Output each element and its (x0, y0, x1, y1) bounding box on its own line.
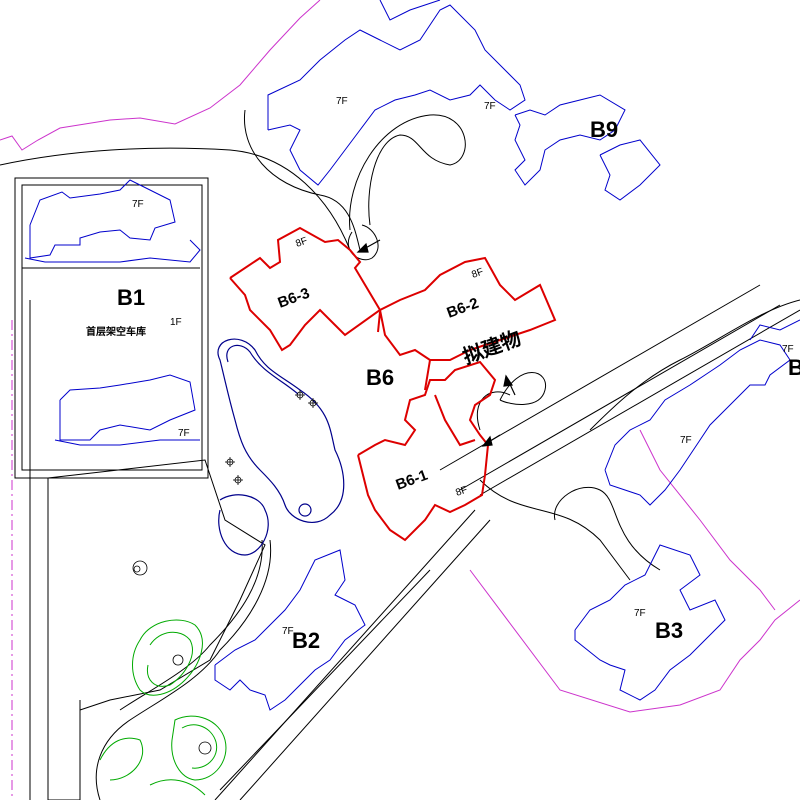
label-b1-carport: 首层架空车库 (86, 325, 146, 338)
right-block (604, 339, 791, 506)
road-loop-right (499, 372, 546, 405)
b6-link-2 (424, 359, 431, 391)
road-loop-right-2 (476, 391, 511, 431)
right-block-top (749, 319, 800, 341)
road-network (0, 109, 800, 800)
b6-link-1 (377, 311, 381, 333)
b1-site (14, 177, 266, 800)
pond (217, 338, 345, 556)
right-buildings (604, 319, 800, 506)
tree-icon (132, 560, 148, 576)
road-main-diagonal-b (214, 509, 476, 800)
label-right-floors: 7F (680, 435, 692, 446)
label-b1-floors: 1F (170, 317, 182, 328)
labels: B1 首层架空车库 1F 7F 7F B9 7F 7F B6 B6-1 8F B… (86, 96, 800, 653)
boundary-right-upper (639, 429, 776, 611)
hill-1-contour (146, 631, 193, 687)
b1-outline (14, 177, 209, 479)
b1-inner-frame (21, 184, 203, 471)
label-b3-floors: 7F (634, 608, 646, 619)
label-b6-1-floors: 8F (454, 484, 469, 498)
b9-block-left (267, 4, 526, 186)
planting-symbols (132, 390, 318, 755)
landscape (99, 619, 227, 796)
label-b6: B6 (366, 365, 394, 390)
tree-icon (172, 654, 184, 666)
label-b9-floors-right: 7F (484, 101, 496, 112)
label-b2-floors: 7F (282, 626, 294, 637)
road-upper-loop (349, 114, 466, 231)
shrub-path (99, 737, 144, 781)
road-upper-curve (0, 147, 351, 251)
label-right-edge-floors: 7F (782, 344, 794, 355)
label-b2: B2 (292, 628, 320, 653)
road-main-diagonal-c (219, 569, 431, 791)
b1-top-block (29, 179, 176, 259)
path-winding (95, 539, 272, 800)
b9-block-far-right (599, 139, 661, 201)
tree-icon (198, 741, 212, 755)
b1-bottom-block-2 (54, 439, 200, 446)
label-b3: B3 (655, 618, 683, 643)
hill-1 (132, 619, 203, 696)
label-right-edge-letter: B (788, 355, 800, 380)
label-b9-floors-left: 7F (336, 96, 348, 107)
pond-inner (226, 344, 299, 395)
b9-block-top (379, 0, 441, 21)
label-b6-3-floors: 8F (294, 235, 309, 249)
pond-outline (217, 338, 345, 523)
label-b1: B1 (117, 285, 145, 310)
hill-2-contour (181, 724, 218, 769)
entrance-arrow-icon (503, 374, 516, 396)
road-lower-right-3 (589, 299, 800, 431)
b6-3-outline (229, 226, 382, 352)
pond-island (298, 503, 312, 517)
green-bottom (149, 779, 206, 796)
lower-parcel (47, 459, 266, 800)
b2-buildings (214, 549, 366, 711)
planting-cross-icon (225, 457, 235, 467)
entrance-arrow-icon (481, 434, 501, 447)
b1-bottom-block (59, 374, 196, 441)
label-b6-1: B6-1 (394, 467, 430, 494)
path-winding-2 (119, 539, 263, 711)
label-b6-2-floors: 8F (470, 266, 485, 280)
boundary-bottom-right (469, 569, 800, 713)
entrance-arrows (356, 239, 516, 447)
planting-cross-icon (295, 390, 305, 400)
b3-block (574, 544, 726, 701)
label-b1-bottom-floors: 7F (178, 428, 190, 439)
hill-2 (171, 715, 227, 781)
entrance-arrow-icon (356, 239, 381, 253)
planting-cross-icon (308, 398, 318, 408)
label-b9: B9 (590, 117, 618, 142)
label-proposed: 拟建物 (460, 326, 525, 369)
b6-1-inner (434, 394, 476, 447)
b6-2-outline (379, 256, 557, 361)
planting-cross-icon (233, 475, 243, 485)
road-diagonal-2 (459, 304, 781, 491)
road-lower-right-2 (554, 486, 661, 571)
label-b1-top-floors: 7F (132, 199, 144, 210)
b9-block-right (514, 94, 626, 186)
b1-mid-block (24, 239, 201, 263)
road-diagonal-3 (479, 309, 800, 496)
b2-block (214, 549, 366, 711)
b1-buildings (24, 179, 201, 446)
b9-buildings (267, 0, 661, 201)
pond-bridge (218, 494, 269, 556)
b6-1-outline (357, 360, 497, 542)
road-main-diagonal-a (239, 519, 491, 800)
cul-de-sac-top (347, 224, 379, 261)
label-b6-2: B6-2 (445, 295, 481, 322)
label-b6-3: B6-3 (276, 285, 312, 312)
boundary-top-left (0, 0, 321, 151)
road-lower-right (479, 479, 631, 581)
b6-proposed (229, 226, 557, 542)
road-upper-curve-inner (243, 109, 361, 251)
b3-buildings (574, 544, 726, 701)
